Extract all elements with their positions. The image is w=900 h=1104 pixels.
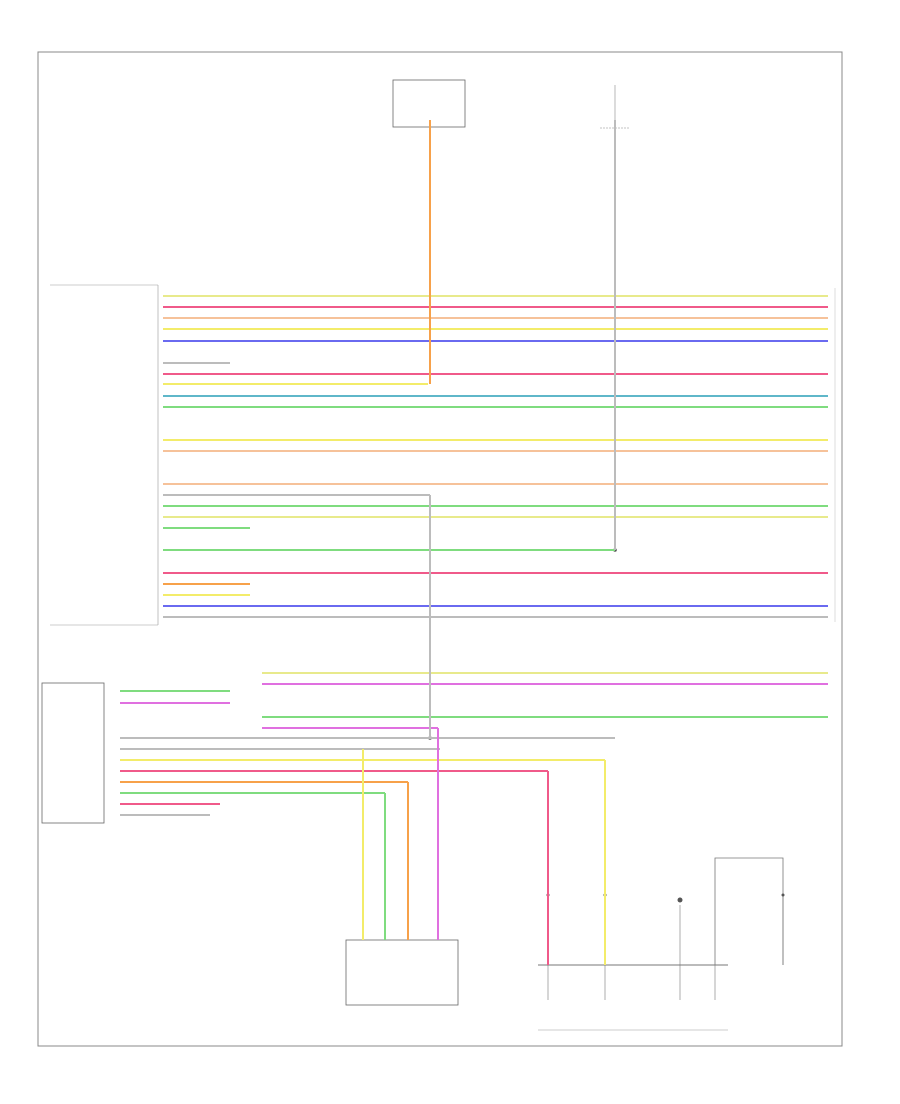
- top-fuse-box: [392, 79, 466, 128]
- splice-dot: [677, 897, 683, 903]
- wire-layer: [120, 120, 828, 965]
- splice-dot: [781, 893, 785, 897]
- left-connector-bracket: [50, 284, 159, 626]
- diagram-frame: [37, 51, 843, 1047]
- right-bottom-component: [714, 857, 784, 965]
- left-module-box: [41, 682, 105, 824]
- ground-bus: [538, 905, 728, 1000]
- bottom-connector-box: [345, 939, 459, 1006]
